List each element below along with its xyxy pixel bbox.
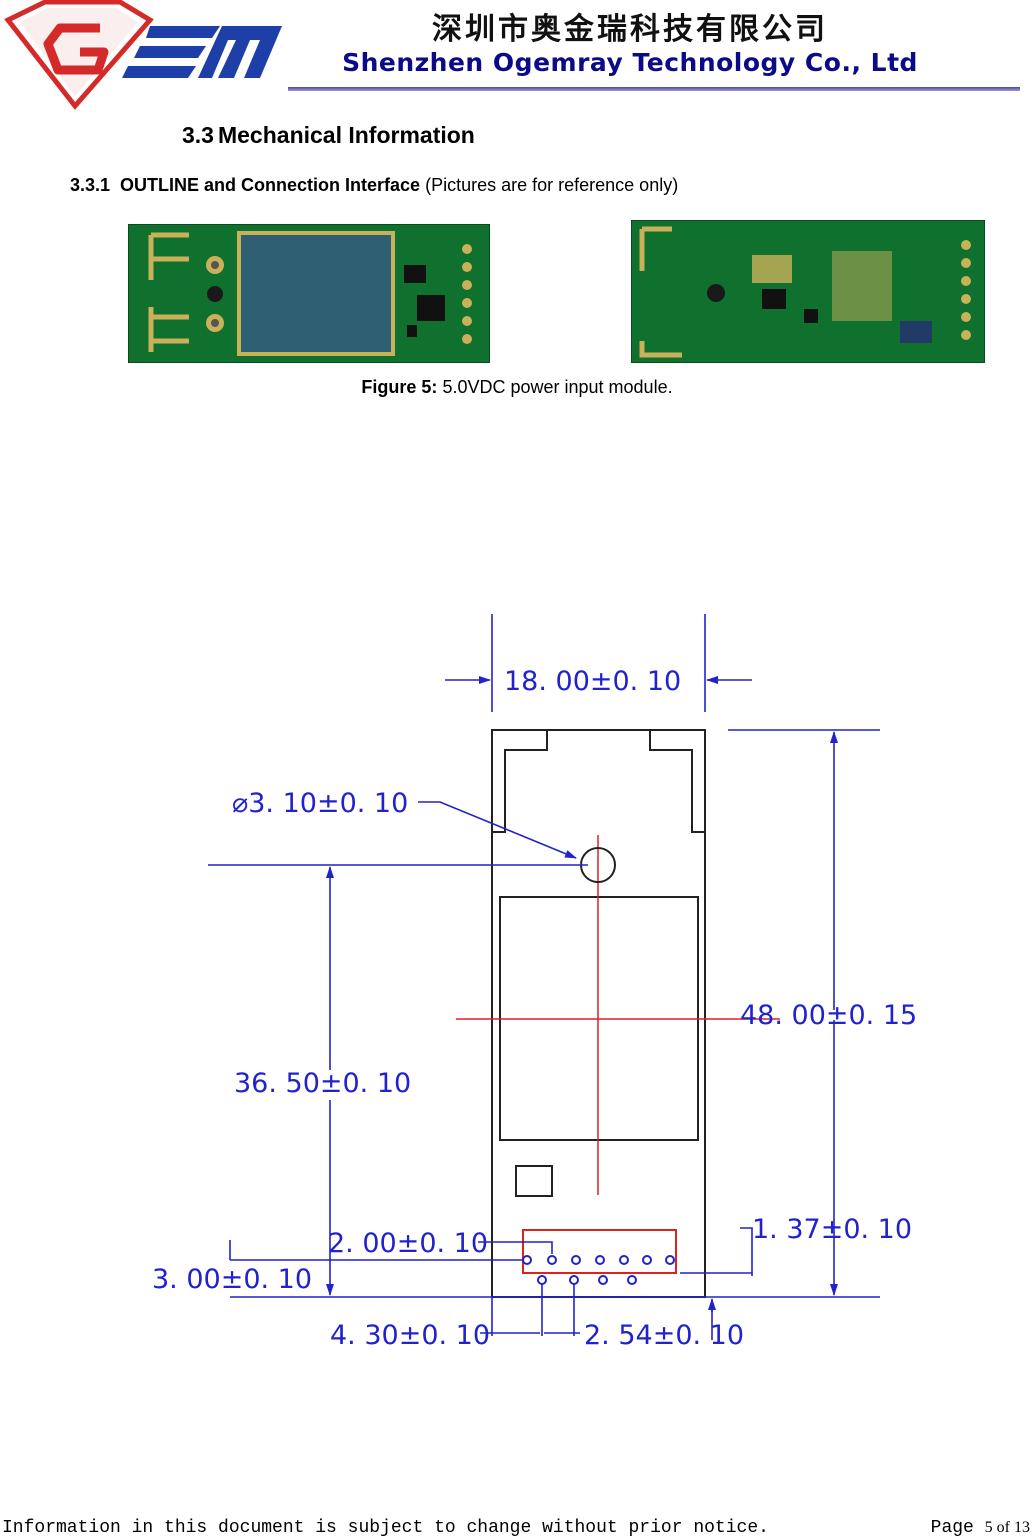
company-logo [0,0,290,110]
figure-label: Figure 5: [361,377,438,397]
hole-diameter-dimension: ⌀3. 10±0. 10 [232,788,408,819]
module-back-photo [631,220,985,363]
module-front-photo [128,224,490,363]
width-dimension: 18. 00±0. 10 [504,666,681,697]
right-offset-dimension: 1. 37±0. 10 [752,1214,912,1245]
subsection-number: 3.3.1 [70,175,111,195]
outline-drawing-svg: 18. 00±0. 10 ⌀3. 10±0. 10 48. 00±0. 15 3… [152,614,917,1351]
subsection-note: (Pictures are for reference only) [425,175,679,195]
mechanical-drawing: 18. 00±0. 10 ⌀3. 10±0. 10 48. 00±0. 15 3… [140,600,940,1360]
section-number: 3.3 [182,122,214,148]
subsection-title: OUTLINE and Connection Interface [120,175,421,195]
hole-position-dimension: 36. 50±0. 10 [234,1068,411,1099]
page-indicator: Page 5 of 13 [931,1518,1030,1538]
figure-caption: Figure 5: 5.0VDC power input module. [0,377,1034,398]
figure-text: 5.0VDC power input module. [442,377,673,397]
subsection-heading: 3.3.1 OUTLINE and Connection Interface (P… [70,175,678,196]
center-lines [456,835,780,1195]
header-divider [288,87,1020,91]
connector-pins [522,1255,675,1285]
company-name-english: Shenzhen Ogemray Technology Co., Ltd [342,48,918,77]
edge-dimension: 3. 00±0. 10 [152,1264,312,1295]
pin-row-dimension: 2. 00±0. 10 [328,1228,488,1259]
section-title: Mechanical Information [217,122,475,148]
connector-outline [522,1229,677,1274]
page-number: 5 of 13 [984,1519,1030,1536]
company-name-chinese: 深圳市奥金瑞科技有限公司 [432,12,828,47]
left-offset-dimension: 4. 30±0. 10 [330,1320,490,1351]
pitch-dimension: 2. 54±0. 10 [584,1320,744,1351]
length-dimension: 48. 00±0. 15 [740,1000,917,1031]
footer-notice: Information in this document is subject … [2,1518,769,1538]
page-label: Page [930,1518,974,1538]
